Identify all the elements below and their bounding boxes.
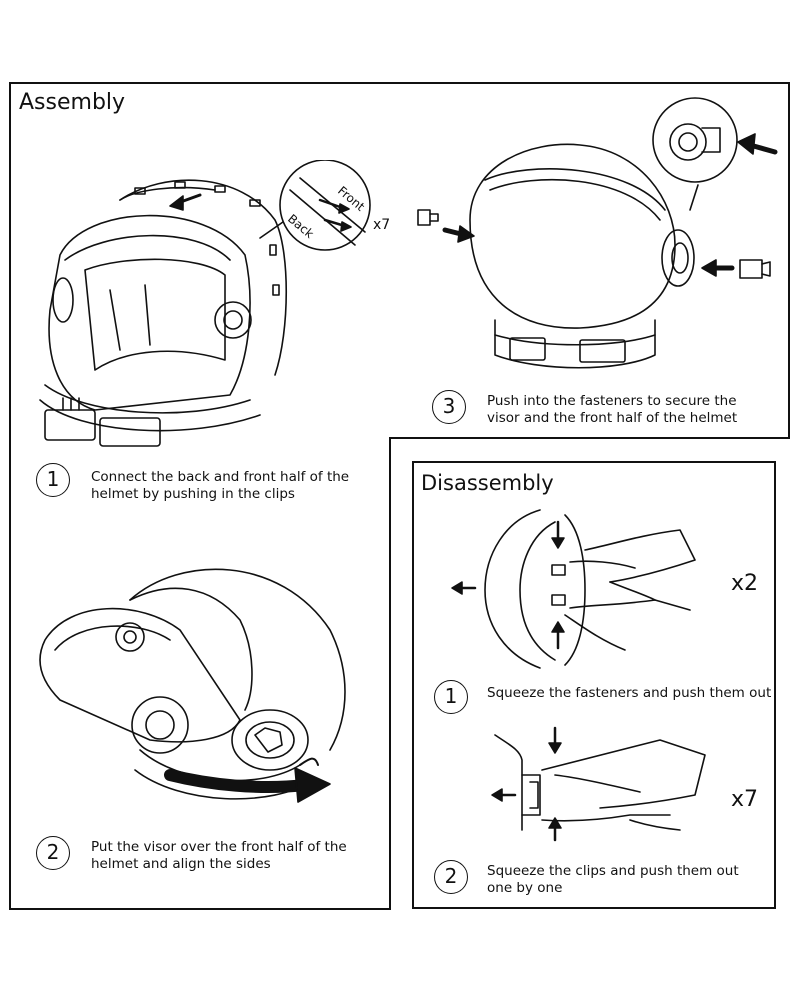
assembly-clip-count: x7 — [373, 217, 391, 233]
step-3-fastener-illustration — [410, 90, 785, 390]
disassembly-panel — [412, 461, 776, 909]
disassembly-step-2-number: 2 — [434, 860, 468, 894]
assembly-step-3-text: Push into the fasteners to secure the vi… — [487, 393, 738, 426]
assembly-step-3-number: 3 — [432, 390, 466, 424]
assembly-step-2-panel-divider — [389, 437, 790, 910]
assembly-title: Assembly — [19, 90, 126, 115]
disassembly-step-2-text: Squeeze the clips and push them out one … — [487, 863, 739, 896]
disassembly-step-1-count: x2 — [731, 571, 759, 596]
step-2-visor-illustration — [30, 540, 380, 820]
disassembly-step-2-count: x7 — [731, 787, 759, 812]
disassembly-step-1-text: Squeeze the fasteners and push them out — [487, 685, 772, 701]
disassembly-title: Disassembly — [421, 471, 554, 495]
assembly-step-1-number: 1 — [36, 463, 70, 497]
disassembly-step-2-illustration — [480, 720, 720, 850]
disassembly-step-1-number: 1 — [434, 680, 468, 714]
step-1-helmet-illustration: Front Back — [25, 160, 395, 460]
assembly-step-2-text: Put the visor over the front half of the… — [91, 839, 347, 872]
assembly-step-1-text: Connect the back and front half of the h… — [91, 469, 350, 502]
assembly-step-2-number: 2 — [36, 836, 70, 870]
disassembly-step-1-illustration — [440, 500, 720, 670]
